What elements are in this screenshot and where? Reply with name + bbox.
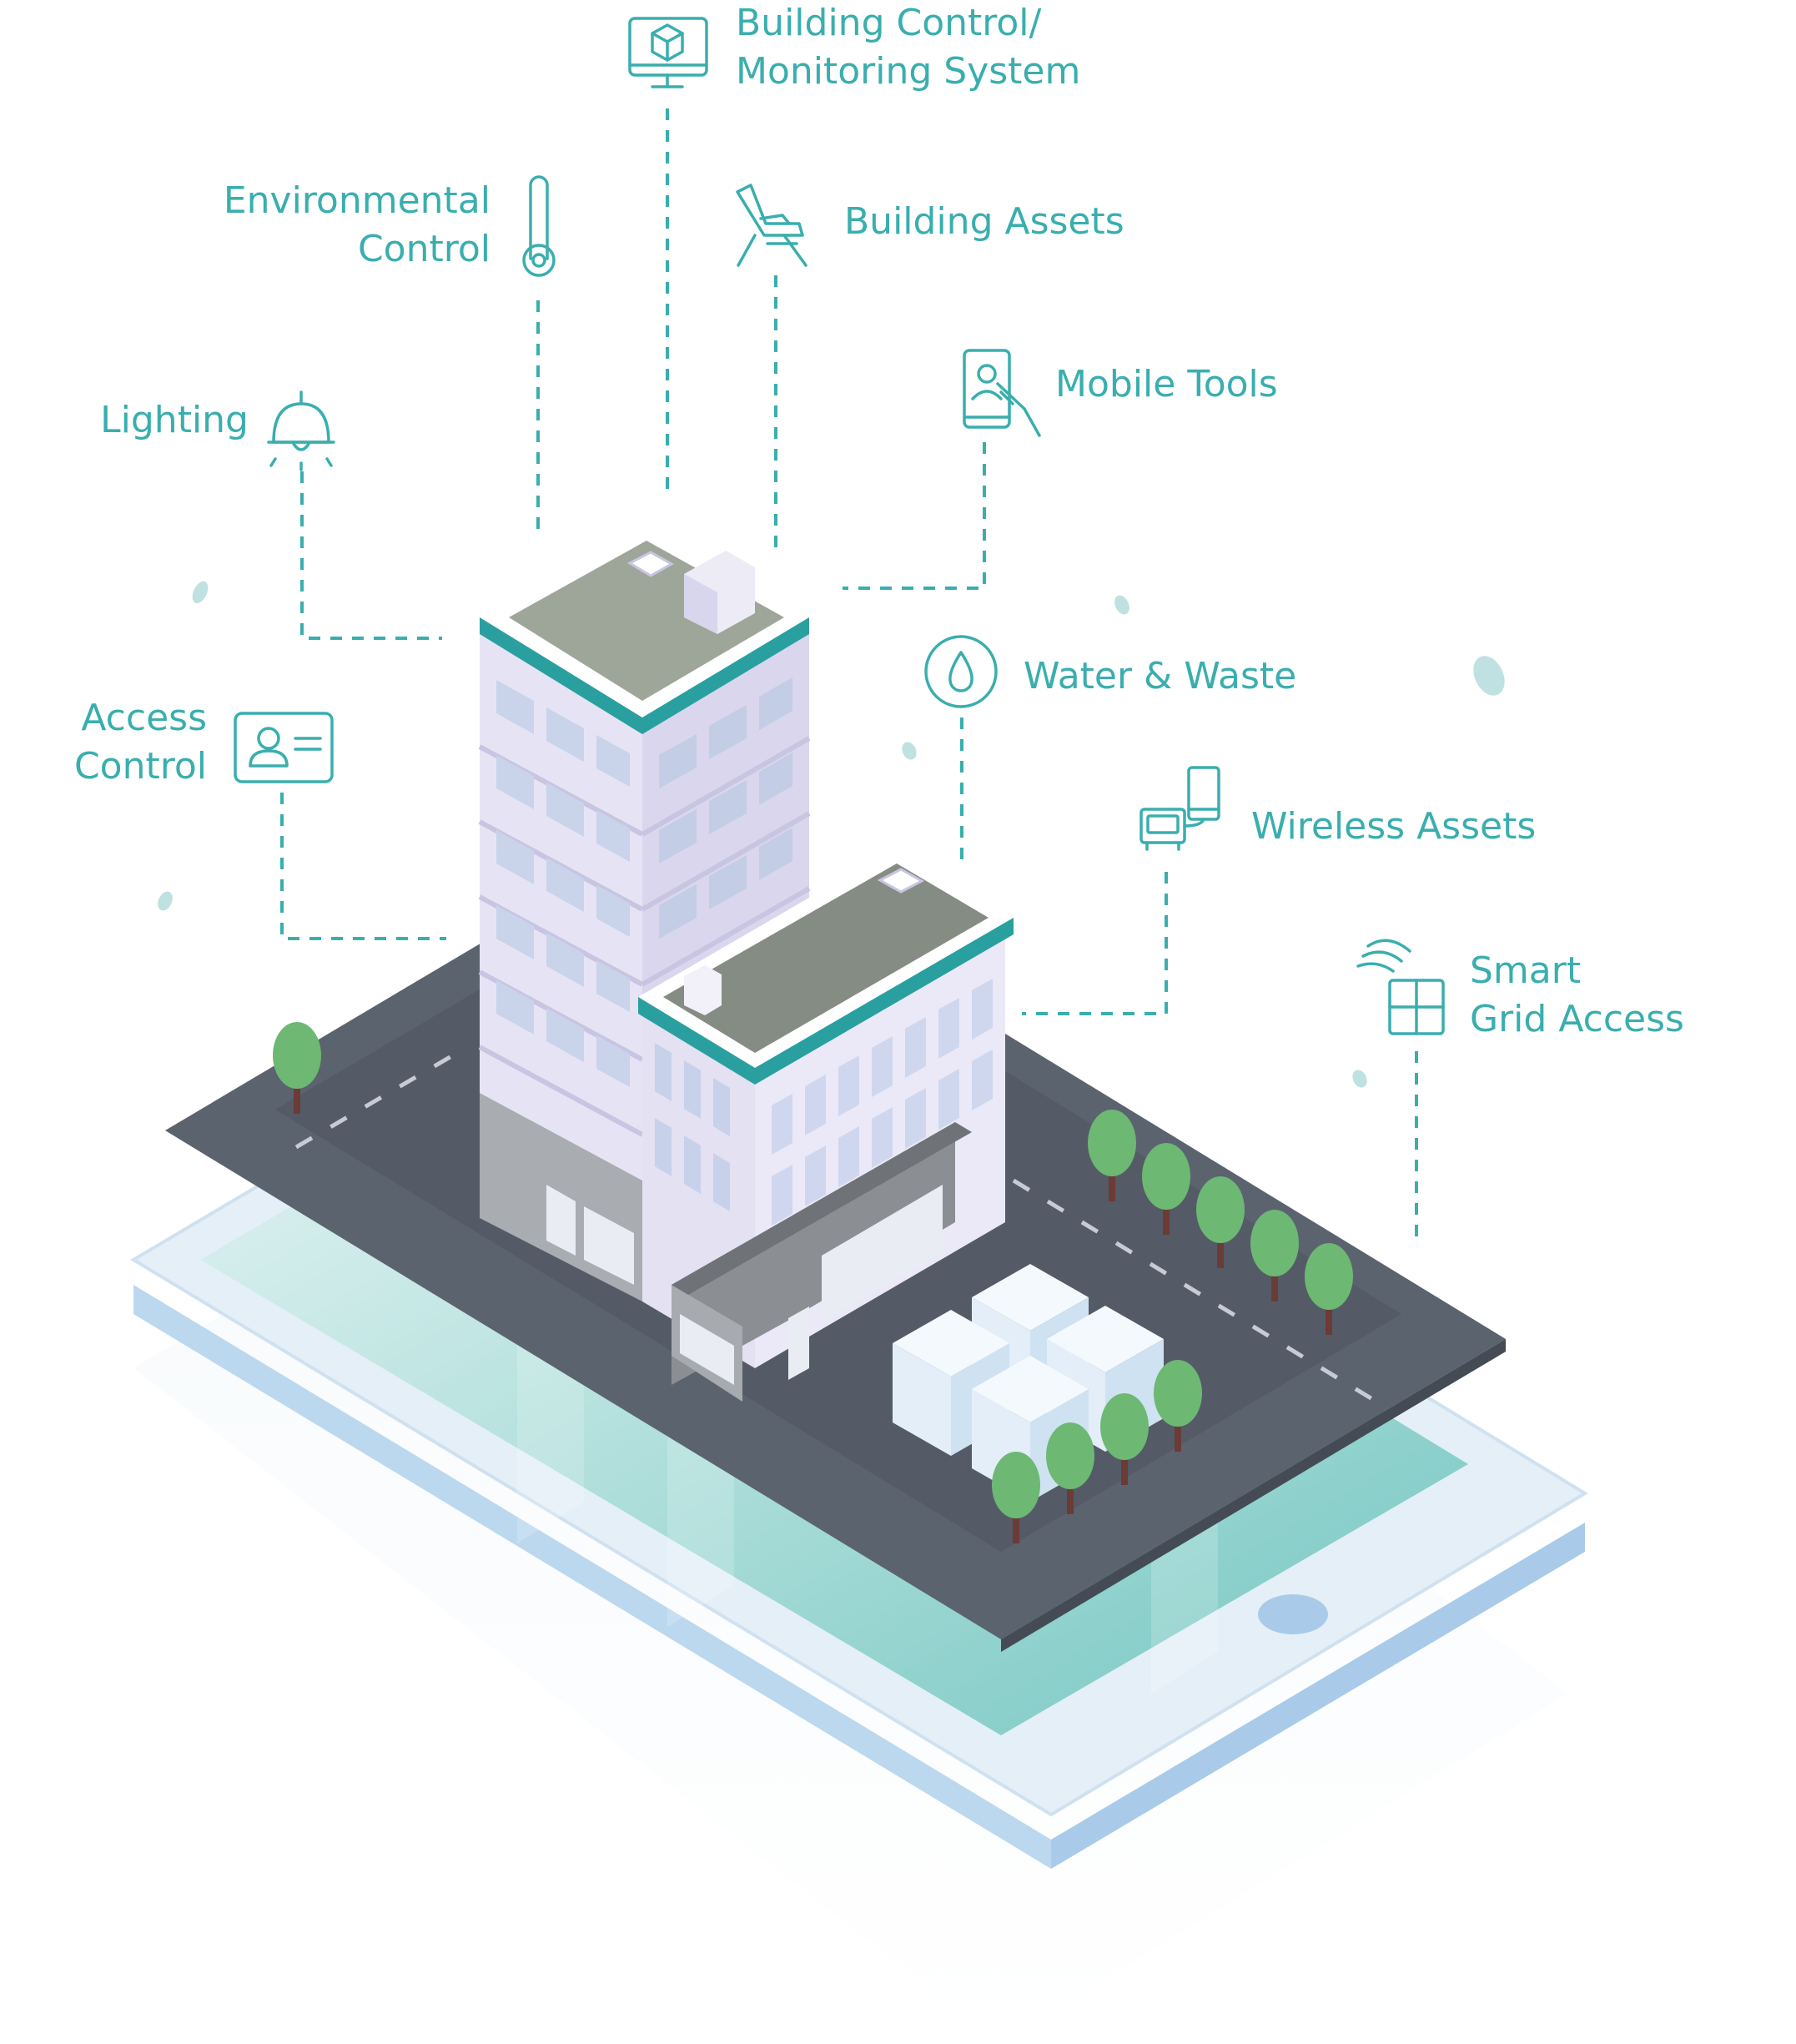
tree <box>273 1022 321 1114</box>
tree <box>992 1452 1040 1543</box>
tree <box>1142 1143 1190 1235</box>
roof-vent <box>626 551 675 577</box>
tree <box>1154 1360 1202 1452</box>
wireless-devices-icon <box>1139 766 1220 851</box>
label-access-line2: Control <box>74 745 207 788</box>
label-water: Water & Waste <box>1024 655 1296 697</box>
low-roof-box <box>684 965 722 1015</box>
tower-entrance <box>546 1185 576 1256</box>
tree <box>1305 1243 1353 1335</box>
mobile-phone-icon <box>963 349 1041 437</box>
low-roof <box>663 863 989 1053</box>
label-access-line1: Access <box>81 697 207 739</box>
tower-windows-left <box>496 680 630 1087</box>
connector-access <box>280 793 446 940</box>
connector-wireless <box>1022 872 1168 1015</box>
low-building <box>638 847 1014 1402</box>
thermometer-icon <box>522 175 556 277</box>
tree <box>1250 1210 1299 1301</box>
label-grid-line2: Grid Access <box>1470 998 1684 1040</box>
annex-window <box>822 1185 943 1322</box>
connector-lighting <box>300 471 442 640</box>
roof-unit-side <box>684 574 717 634</box>
label-bms-line1: Building Control/ <box>736 2 1042 44</box>
annex-top <box>672 1122 972 1295</box>
low-windows-left <box>655 1043 730 1211</box>
connector-lines <box>280 108 1418 1243</box>
connector-mobile <box>843 442 986 590</box>
annex-door <box>788 1306 809 1380</box>
tower-shop-window <box>584 1206 634 1285</box>
tablet-edge <box>133 1285 1051 1869</box>
tree <box>1100 1393 1149 1485</box>
label-env-line2: Control <box>358 228 491 270</box>
home-button <box>1258 1594 1328 1634</box>
decorative-drops <box>158 581 1505 1088</box>
tree <box>1196 1176 1245 1268</box>
low-roof-vent <box>877 868 925 894</box>
monitor-icon <box>628 17 708 88</box>
chair-icon <box>736 184 807 267</box>
label-assets: Building Assets <box>844 200 1124 243</box>
low-windows-right <box>772 979 993 1226</box>
label-wireless: Wireless Assets <box>1251 805 1536 848</box>
label-env-line1: Environmental <box>224 179 491 222</box>
annex-front <box>672 1122 955 1385</box>
smart-grid-icon <box>1356 939 1445 1035</box>
tree <box>1046 1422 1094 1514</box>
water-drop-icon <box>924 635 998 708</box>
trees <box>273 1022 1353 1543</box>
label-grid-line1: Smart <box>1470 949 1581 992</box>
annex-side-window <box>680 1314 734 1385</box>
id-card-icon <box>234 712 334 783</box>
ceiling-lamp-icon <box>267 390 335 471</box>
label-mobile: Mobile Tools <box>1055 363 1278 405</box>
road-markings <box>294 1045 1378 1404</box>
label-bms-line2: Monitoring System <box>736 50 1080 93</box>
tower-windows-right <box>659 677 792 939</box>
label-lighting: Lighting <box>100 399 249 441</box>
road-edge <box>1001 1339 1506 1652</box>
tablet-edge-right <box>1051 1523 1585 1869</box>
tree <box>1088 1110 1136 1201</box>
